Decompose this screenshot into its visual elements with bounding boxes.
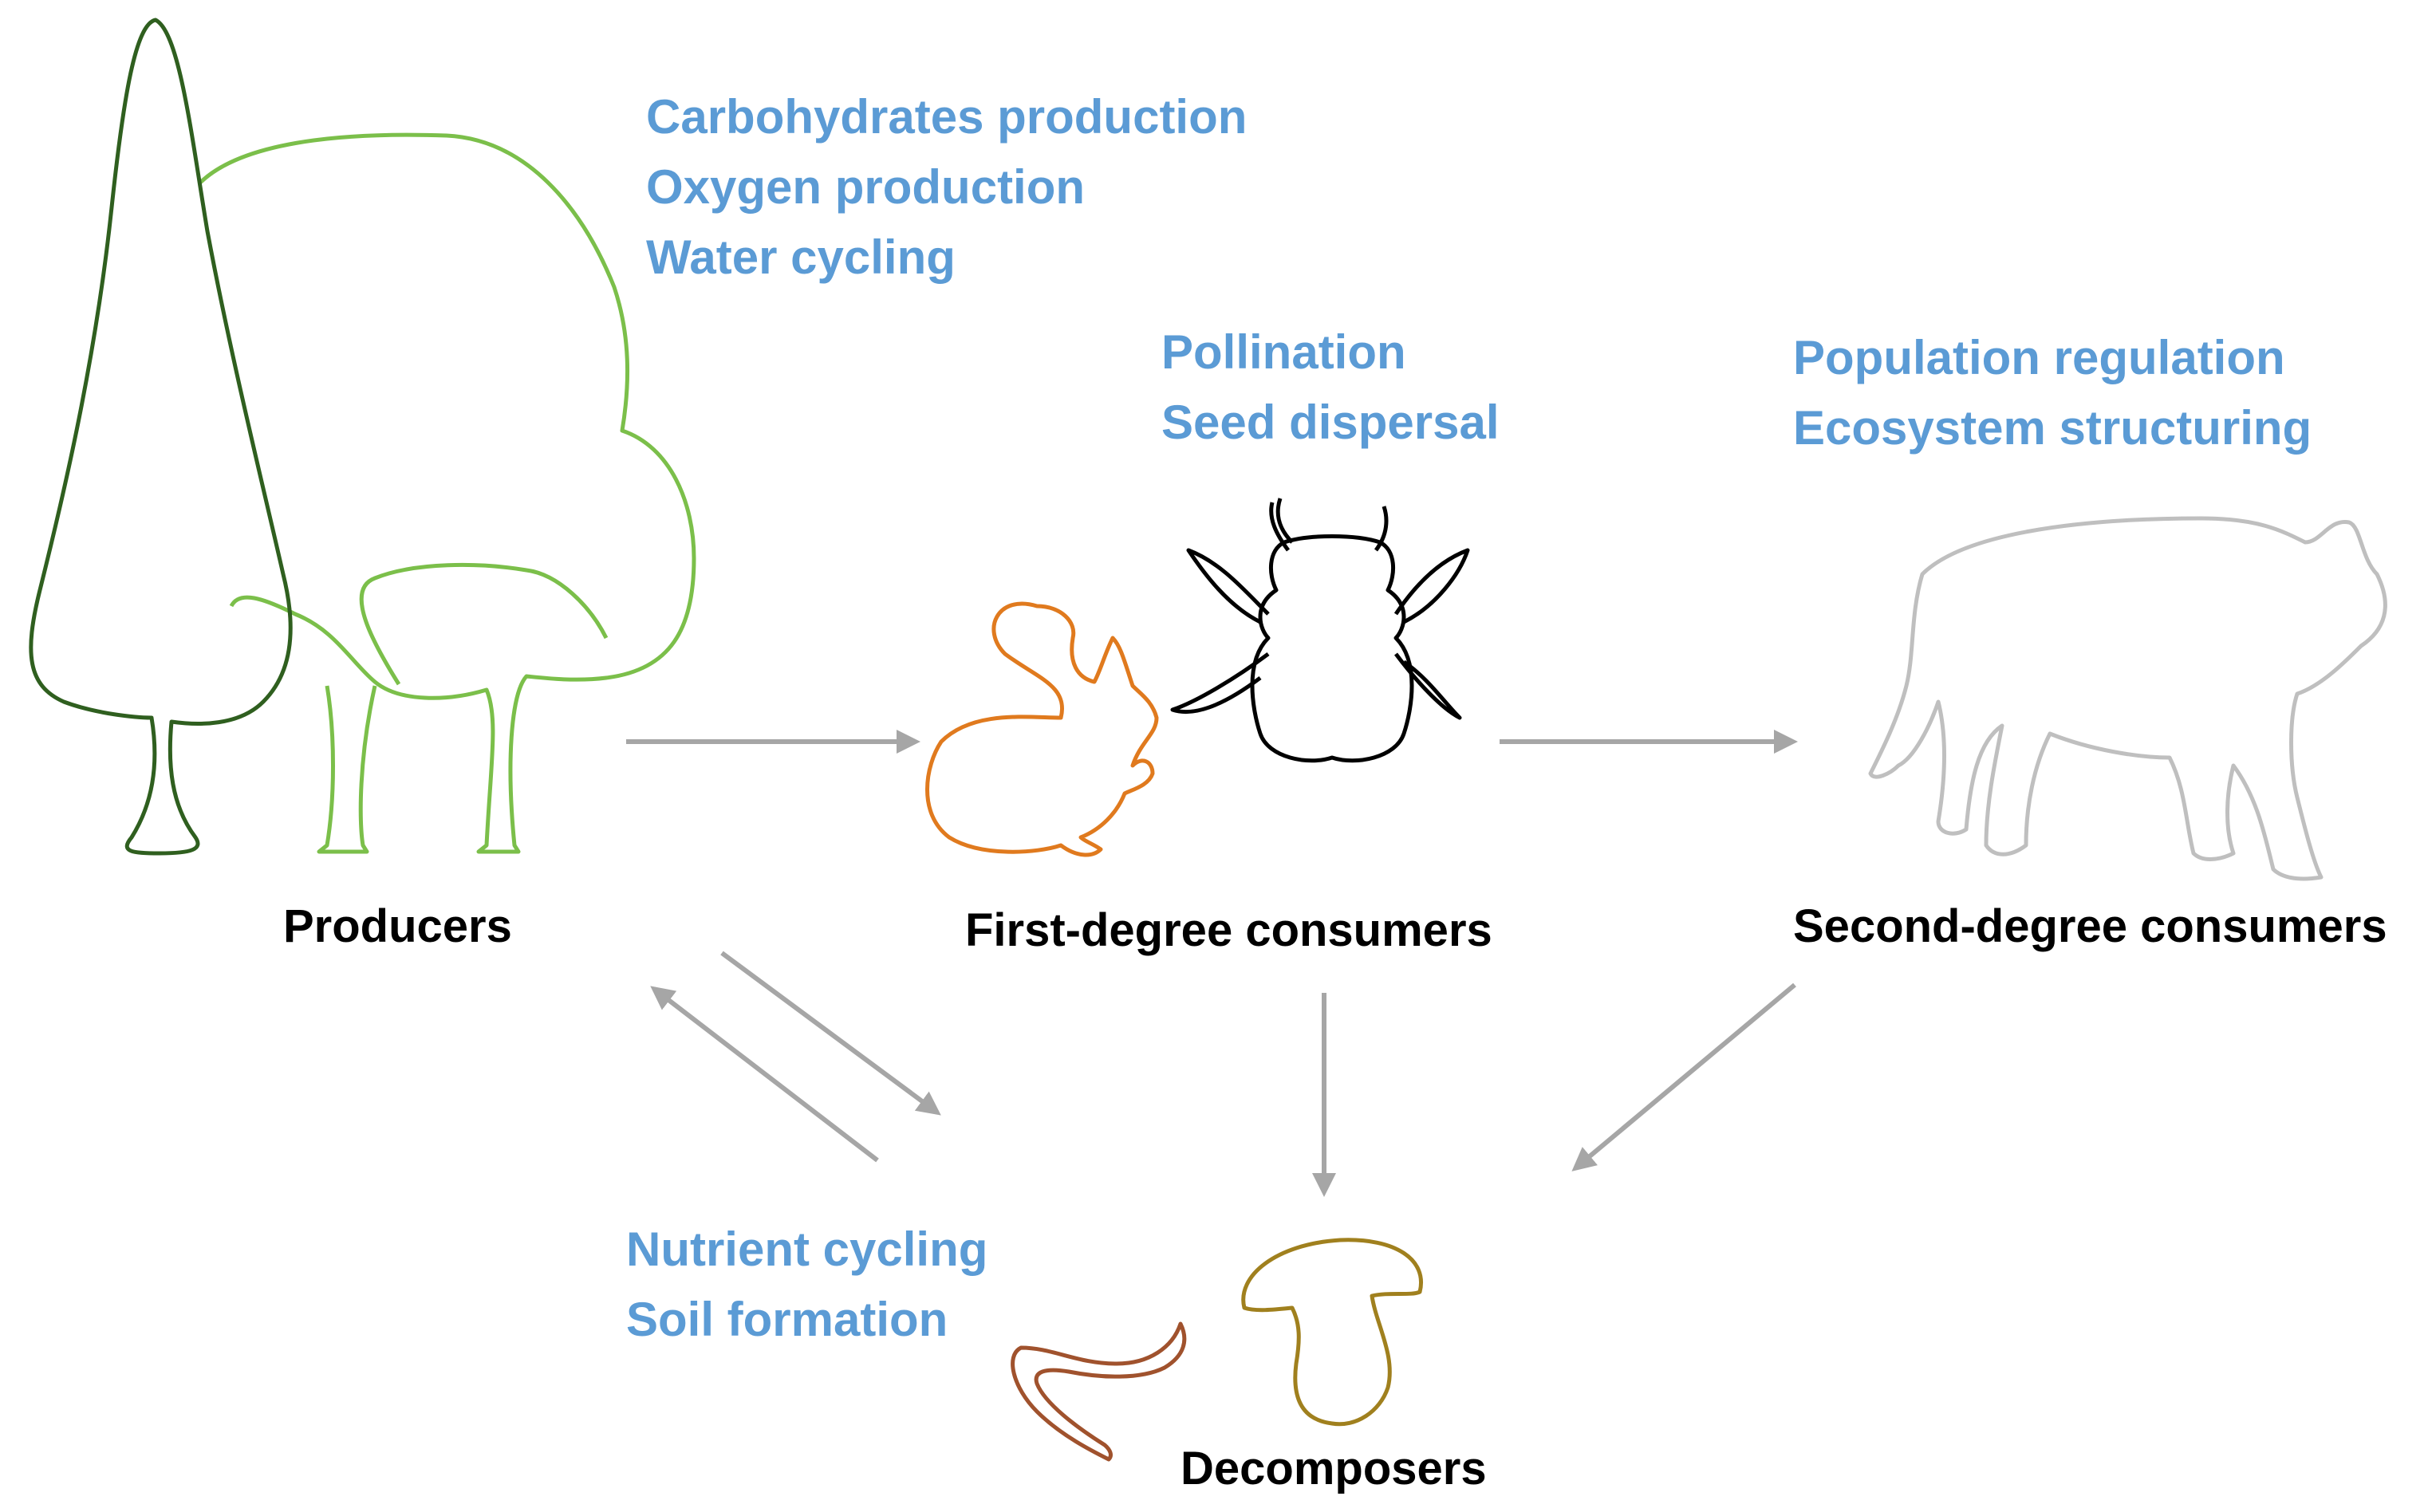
wolf-icon bbox=[1868, 516, 2387, 881]
tree-icon bbox=[29, 18, 696, 856]
first-degree-services: Pollination Seed dispersal bbox=[1161, 317, 1500, 458]
service-pollination: Pollination bbox=[1161, 325, 1406, 379]
service-nutrient-cycling: Nutrient cycling bbox=[626, 1223, 988, 1276]
arrow-decomposers-to-producers bbox=[650, 986, 879, 1163]
service-population-regulation: Population regulation bbox=[1793, 331, 2285, 384]
service-seed-dispersal: Seed dispersal bbox=[1161, 396, 1500, 449]
service-ecosystem-structuring: Ecosystem structuring bbox=[1793, 401, 2312, 455]
mushroom-icon bbox=[1241, 1238, 1423, 1427]
squirrel-icon bbox=[925, 601, 1159, 857]
arrow-second-degree-to-decomposers bbox=[1571, 982, 1796, 1171]
first-degree-label: First-degree consumers bbox=[965, 904, 1492, 956]
worm-icon bbox=[1011, 1321, 1187, 1462]
service-soil-formation: Soil formation bbox=[626, 1293, 948, 1346]
service-oxygen: Oxygen production bbox=[646, 160, 1086, 214]
second-degree-label: Second-degree consumers bbox=[1793, 900, 2387, 952]
service-water: Water cycling bbox=[646, 230, 956, 284]
second-degree-services: Population regulation Ecosystem structur… bbox=[1793, 323, 2312, 463]
arrow-producers-to-decomposers bbox=[720, 951, 941, 1116]
service-carbohydrates: Carbohydrates production bbox=[646, 90, 1248, 144]
producers-services: Carbohydrates production Oxygen producti… bbox=[646, 82, 1247, 293]
decomposers-label: Decomposers bbox=[1181, 1443, 1487, 1494]
insect-icon bbox=[1170, 498, 1470, 763]
producers-label: Producers bbox=[283, 900, 512, 952]
decomposers-services: Nutrient cycling Soil formation bbox=[626, 1215, 987, 1355]
